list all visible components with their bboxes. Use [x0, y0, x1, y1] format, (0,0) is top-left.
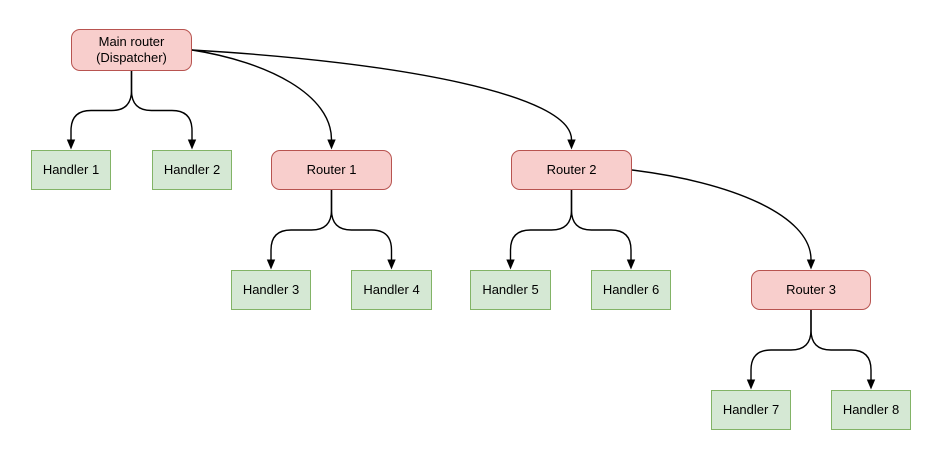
node-handler-7: Handler 7	[711, 390, 791, 430]
edge-main-router-to-handler-2	[130, 71, 197, 150]
node-label-main-router: Main router (Dispatcher)	[96, 34, 167, 65]
node-label-router-3: Router 3	[786, 282, 836, 297]
arrowhead-icon	[567, 139, 576, 150]
edge-line	[270, 190, 333, 260]
arrowhead-icon	[746, 379, 756, 390]
arrowhead-icon	[327, 139, 336, 150]
edge-main-router-to-handler-1	[66, 71, 133, 150]
node-handler-3: Handler 3	[231, 270, 311, 310]
edge-line	[810, 310, 872, 380]
edge-router-1-to-handler-4	[330, 190, 396, 270]
node-label-handler-7: Handler 7	[722, 402, 780, 417]
edge-main-router-to-router-2	[191, 49, 576, 150]
edge-line	[130, 71, 193, 140]
edge-line	[509, 190, 573, 260]
node-router-2: Router 2	[511, 150, 632, 190]
node-label-handler-2: Handler 2	[163, 162, 221, 177]
node-label-handler-4: Handler 4	[363, 282, 420, 297]
edge-router-3-to-handler-8	[810, 310, 876, 390]
node-handler-6: Handler 6	[591, 270, 671, 310]
node-handler-5: Handler 5	[470, 270, 551, 310]
edge-router-2-to-router-3	[631, 169, 816, 270]
node-handler-8: Handler 8	[831, 390, 911, 430]
node-label-handler-1: Handler 1	[42, 162, 100, 177]
edge-line	[330, 190, 393, 260]
edge-line	[70, 71, 133, 140]
edge-line	[191, 49, 573, 140]
node-label-router-1: Router 1	[306, 162, 357, 177]
node-main-router: Main router (Dispatcher)	[71, 29, 192, 71]
arrowhead-icon	[187, 139, 197, 150]
node-label-handler-5: Handler 5	[482, 282, 539, 297]
edge-line	[750, 310, 812, 380]
node-label-handler-8: Handler 8	[842, 402, 900, 417]
edge-line	[570, 190, 632, 260]
arrowhead-icon	[506, 259, 515, 270]
node-router-3: Router 3	[751, 270, 871, 310]
arrowhead-icon	[866, 379, 876, 390]
arrowhead-icon	[66, 139, 76, 150]
edge-main-router-to-router-1	[191, 49, 336, 150]
edge-router-2-to-handler-6	[570, 190, 636, 270]
node-label-handler-3: Handler 3	[242, 282, 300, 297]
edge-router-3-to-handler-7	[746, 310, 812, 390]
arrowhead-icon	[806, 259, 816, 270]
node-label-handler-6: Handler 6	[602, 282, 660, 297]
edge-line	[631, 169, 812, 260]
node-handler-4: Handler 4	[351, 270, 432, 310]
edge-line	[191, 49, 333, 140]
node-handler-2: Handler 2	[152, 150, 232, 190]
edge-router-2-to-handler-5	[506, 190, 573, 270]
node-label-router-2: Router 2	[546, 162, 597, 177]
arrowhead-icon	[266, 259, 276, 270]
arrowhead-icon	[387, 259, 396, 270]
edge-router-1-to-handler-3	[266, 190, 333, 270]
node-handler-1: Handler 1	[31, 150, 111, 190]
node-router-1: Router 1	[271, 150, 392, 190]
arrowhead-icon	[626, 259, 636, 270]
